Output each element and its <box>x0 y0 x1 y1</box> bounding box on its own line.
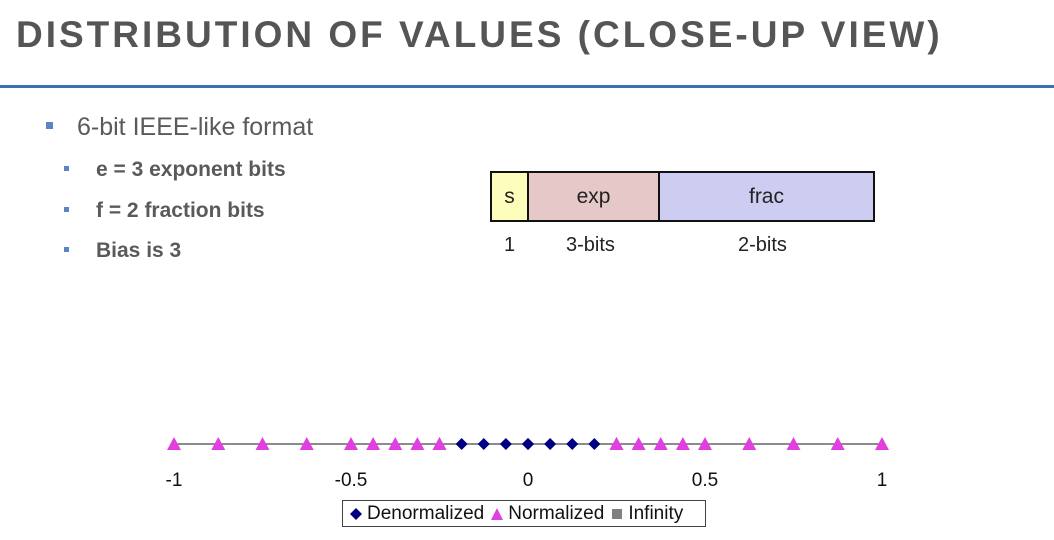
tick-label: 1 <box>877 470 888 491</box>
tick-label: -0.5 <box>335 470 368 491</box>
legend-item-infinity: Infinity <box>610 503 683 525</box>
bullet-main: 6-bit IEEE-like format <box>46 113 313 142</box>
normalized-point <box>675 437 690 450</box>
exp-field: exp <box>529 173 660 220</box>
bullet-marker <box>64 246 69 252</box>
denormalized-point <box>522 438 534 450</box>
normalized-point <box>786 437 801 450</box>
normalized-series <box>167 437 889 450</box>
tick-label: 0 <box>523 470 534 491</box>
slide-title: DISTRIBUTION OF VALUES (CLOSE-UP VIEW) <box>16 14 943 55</box>
normalized-point <box>410 437 425 450</box>
denormalized-point <box>588 438 601 450</box>
bit-format-diagram: s exp frac <box>490 171 875 222</box>
normalized-point <box>255 437 270 450</box>
normalized-point <box>609 437 624 450</box>
bullet-marker <box>64 206 69 212</box>
denormalized-point <box>499 438 512 450</box>
bullet-marker <box>46 121 53 129</box>
tick-labels: -1 -0.5 0 0.5 1 <box>166 470 888 491</box>
chart-legend: Denormalized Normalized Infinity <box>342 500 706 527</box>
exp-width-label: 3-bits <box>566 234 615 256</box>
normalized-point <box>167 437 181 450</box>
square-icon <box>612 508 623 519</box>
normalized-point <box>366 437 381 450</box>
denormalized-series <box>455 438 601 450</box>
frac-width-label: 2-bits <box>738 234 787 256</box>
frac-field: frac <box>660 173 873 220</box>
legend-label: Infinity <box>628 502 684 524</box>
normalized-point <box>875 437 889 450</box>
triangle-icon <box>491 507 504 520</box>
denormalized-point <box>566 438 579 450</box>
tick-label: -1 <box>166 470 183 491</box>
denormalized-point <box>455 438 468 450</box>
bullet-sub-fraction: f = 2 fraction bits <box>64 199 265 223</box>
diamond-icon <box>350 507 362 520</box>
legend-item-normalized: Normalized <box>490 503 604 525</box>
denormalized-point <box>477 438 490 450</box>
bullet-marker <box>64 165 69 171</box>
sign-field: s <box>492 173 529 220</box>
normalized-point <box>299 437 314 450</box>
legend-label: Normalized <box>508 502 605 524</box>
normalized-point <box>344 437 358 450</box>
bullet-sub-text: Bias is 3 <box>96 239 182 262</box>
bullet-sub-text: e = 3 exponent bits <box>96 158 286 181</box>
normalized-point <box>830 437 845 450</box>
normalized-point <box>211 437 226 450</box>
tick-label: 0.5 <box>692 470 718 491</box>
bullet-sub-text: f = 2 fraction bits <box>96 199 265 222</box>
normalized-point <box>653 437 668 450</box>
legend-item-denormalized: Denormalized <box>349 503 484 525</box>
normalized-point <box>388 437 403 450</box>
normalized-point <box>698 437 712 450</box>
normalized-point <box>631 437 646 450</box>
denormalized-point <box>544 438 557 450</box>
title-divider <box>0 85 1054 88</box>
sign-width-label: 1 <box>504 234 516 256</box>
normalized-point <box>742 437 757 450</box>
bullet-sub-bias: Bias is 3 <box>64 239 181 263</box>
bullet-main-text: 6-bit IEEE-like format <box>77 113 314 141</box>
legend-label: Denormalized <box>367 502 485 524</box>
normalized-point <box>432 437 447 450</box>
bullet-sub-exponent: e = 3 exponent bits <box>64 158 286 182</box>
